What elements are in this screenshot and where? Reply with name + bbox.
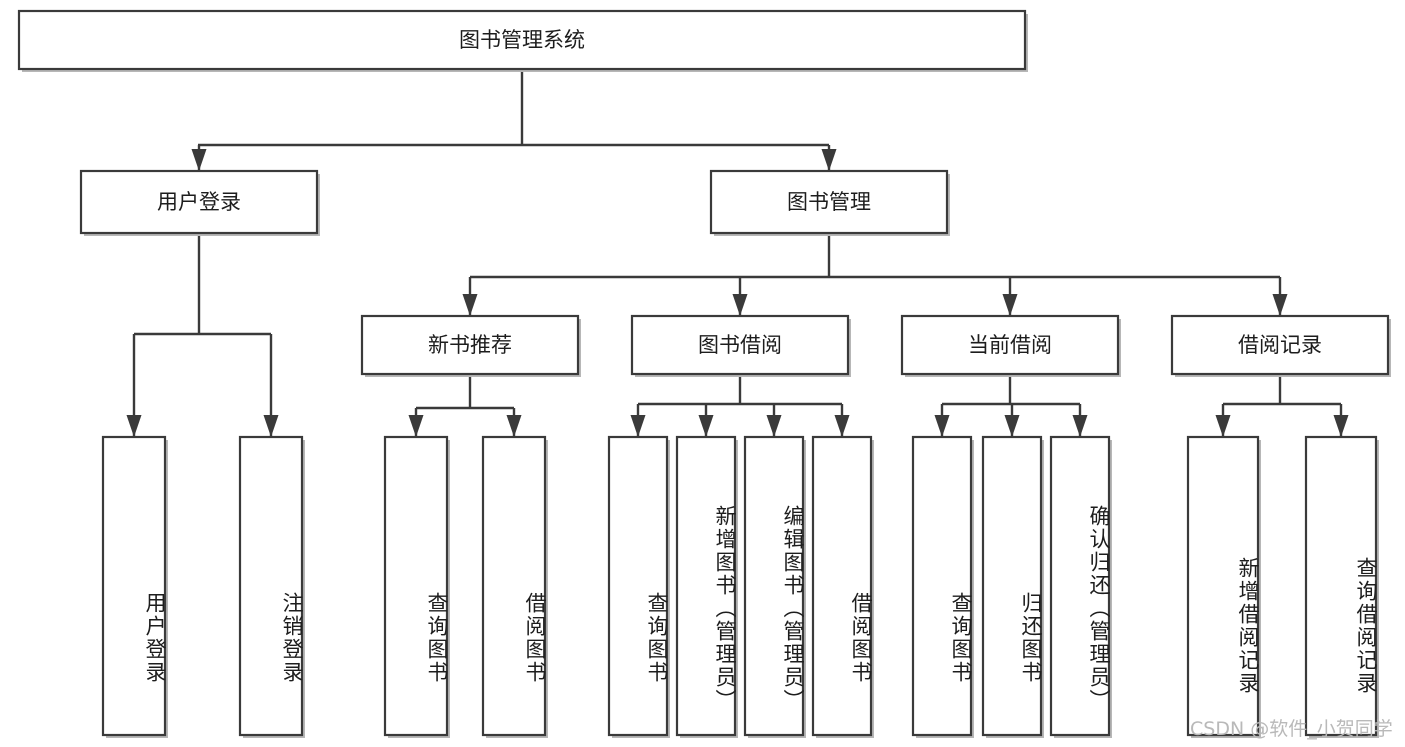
leaf-node-leaf-user-login[interactable] <box>101 435 168 738</box>
record-to-leaves-arrow-1 <box>1333 415 1349 437</box>
leaf-node-leaf-user-logout[interactable] <box>238 435 305 738</box>
leaf-node-leaf-current-confirm[interactable] <box>1049 435 1112 738</box>
root-node-box <box>17 9 1027 71</box>
bookborrow-to-leaves-arrow-2 <box>766 415 782 437</box>
node-layer <box>17 9 1391 738</box>
current-to-leaves-arrow-1 <box>1004 415 1020 437</box>
leaf-node-leaf-borrow-add-box <box>675 435 737 737</box>
leaf-label-leaf-recommend-borrow: 借阅图书 <box>523 591 547 684</box>
leaf-node-leaf-current-query[interactable] <box>911 435 974 738</box>
root-to-level2-arrow-0 <box>191 149 207 171</box>
leaf-label-holder-leaf-record-add: 新增借阅记录 <box>1236 557 1260 695</box>
leaf-node-leaf-current-confirm-box <box>1049 435 1111 737</box>
level2-node-user-login-box <box>79 169 319 235</box>
leaf-node-leaf-record-add[interactable] <box>1186 435 1261 738</box>
leaf-label-holder-leaf-record-query: 查询借阅记录 <box>1354 557 1378 695</box>
record-to-leaves-arrow-0 <box>1215 415 1231 437</box>
leaf-label-leaf-user-logout: 注销登录 <box>280 591 304 684</box>
leaf-label-leaf-user-login: 用户登录 <box>143 591 167 684</box>
leaf-label-holder-leaf-borrow-query: 查询图书 <box>645 591 669 684</box>
level3-node-borrow-record-box <box>1170 314 1390 376</box>
level3-label-book-borrow: 图书借阅 <box>698 333 782 357</box>
level3-node-borrow-record[interactable] <box>1170 314 1391 377</box>
leaf-label-leaf-borrow-do: 借阅图书 <box>849 591 873 684</box>
bookborrow-to-leaves-arrow-1 <box>698 415 714 437</box>
level2-to-level3-arrow-2 <box>1002 294 1018 316</box>
level3-node-book-borrow-box <box>630 314 850 376</box>
leaf-node-leaf-record-add-box <box>1186 435 1260 737</box>
level3-node-new-book-recommend[interactable] <box>360 314 581 377</box>
level3-node-book-borrow[interactable] <box>630 314 851 377</box>
level2-to-level3-arrow-3 <box>1272 294 1288 316</box>
leaf-label-holder-leaf-current-return: 归还图书 <box>1019 591 1043 684</box>
connector-layer <box>126 69 1349 437</box>
leaf-label-holder-leaf-user-logout: 注销登录 <box>280 591 304 684</box>
leaf-node-leaf-recommend-borrow-box <box>481 435 547 737</box>
leaf-node-leaf-borrow-do-box <box>811 435 873 737</box>
root-to-level2-arrow-1 <box>821 149 837 171</box>
leaf-node-leaf-current-return[interactable] <box>981 435 1044 738</box>
leaf-label-leaf-record-add: 新增借阅记录 <box>1236 557 1260 695</box>
leaf-label-holder-leaf-borrow-do: 借阅图书 <box>849 591 873 684</box>
leaf-label-leaf-current-query: 查询图书 <box>949 591 973 684</box>
leaf-node-leaf-record-query[interactable] <box>1304 435 1379 738</box>
leaf-label-leaf-record-query: 查询借阅记录 <box>1354 557 1378 695</box>
leaf-node-leaf-borrow-query-box <box>607 435 669 737</box>
leaf-label-holder-leaf-recommend-borrow: 借阅图书 <box>523 591 547 684</box>
leaf-label-leaf-borrow-edit: 编辑图书（管理员） <box>781 505 805 713</box>
leaf-node-leaf-recommend-query-box <box>383 435 449 737</box>
leaf-node-leaf-user-login-box <box>101 435 167 737</box>
leaf-label-leaf-borrow-add: 新增图书（管理员） <box>713 505 737 713</box>
leaf-label-leaf-borrow-query: 查询图书 <box>645 591 669 684</box>
root-node[interactable] <box>17 9 1028 72</box>
level2-node-user-login[interactable] <box>79 169 320 236</box>
leaf-label-holder-leaf-current-confirm: 确认归还（管理员） <box>1087 505 1111 713</box>
current-to-leaves-arrow-2 <box>1072 415 1088 437</box>
level3-node-current-borrow-box <box>900 314 1120 376</box>
leaf-node-leaf-user-logout-box <box>238 435 304 737</box>
userlogin-to-leaves-arrow-1 <box>263 415 279 437</box>
level3-node-current-borrow[interactable] <box>900 314 1121 377</box>
leaf-node-leaf-borrow-query[interactable] <box>607 435 670 738</box>
userlogin-to-leaves-arrow-0 <box>126 415 142 437</box>
level3-label-new-book-recommend: 新书推荐 <box>428 333 512 357</box>
leaf-label-leaf-current-confirm: 确认归还（管理员） <box>1087 505 1111 713</box>
level2-label-book-manage: 图书管理 <box>787 190 871 214</box>
leaf-node-leaf-borrow-do[interactable] <box>811 435 874 738</box>
leaf-node-leaf-borrow-edit-box <box>743 435 805 737</box>
level2-label-user-login: 用户登录 <box>157 190 241 214</box>
root-node-label: 图书管理系统 <box>459 28 585 52</box>
level3-label-current-borrow: 当前借阅 <box>968 333 1052 357</box>
leaf-label-holder-leaf-borrow-add: 新增图书（管理员） <box>713 505 737 713</box>
level3-label-borrow-record: 借阅记录 <box>1238 333 1322 357</box>
recommend-to-leaves-arrow-0 <box>408 415 424 437</box>
leaf-label-holder-leaf-recommend-query: 查询图书 <box>425 591 449 684</box>
leaf-label-holder-leaf-user-login: 用户登录 <box>143 591 167 684</box>
leaf-node-leaf-borrow-edit[interactable] <box>743 435 806 738</box>
leaf-label-leaf-current-return: 归还图书 <box>1019 591 1043 684</box>
bookborrow-to-leaves-arrow-3 <box>834 415 850 437</box>
leaf-node-leaf-borrow-add[interactable] <box>675 435 738 738</box>
bookborrow-to-leaves-arrow-0 <box>630 415 646 437</box>
leaf-node-leaf-record-query-box <box>1304 435 1378 737</box>
vertical-label-layer: 用户登录 注销登录 查询图书 借阅图书 查询图书 新增图书（管理员） 编辑图书（管理员） 借阅… <box>143 505 1378 713</box>
leaf-node-leaf-current-query-box <box>911 435 973 737</box>
level2-node-book-manage-box <box>709 169 949 235</box>
leaf-node-leaf-current-return-box <box>981 435 1043 737</box>
leaf-node-leaf-recommend-borrow[interactable] <box>481 435 548 738</box>
recommend-to-leaves-arrow-1 <box>506 415 522 437</box>
leaf-label-holder-leaf-borrow-edit: 编辑图书（管理员） <box>781 505 805 713</box>
level3-node-new-book-recommend-box <box>360 314 580 376</box>
leaf-label-holder-leaf-current-query: 查询图书 <box>949 591 973 684</box>
leaf-label-leaf-recommend-query: 查询图书 <box>425 591 449 684</box>
level2-to-level3-arrow-0 <box>462 294 478 316</box>
level2-to-level3-arrow-1 <box>732 294 748 316</box>
level2-node-book-manage[interactable] <box>709 169 950 236</box>
leaf-node-leaf-recommend-query[interactable] <box>383 435 450 738</box>
current-to-leaves-arrow-0 <box>934 415 950 437</box>
